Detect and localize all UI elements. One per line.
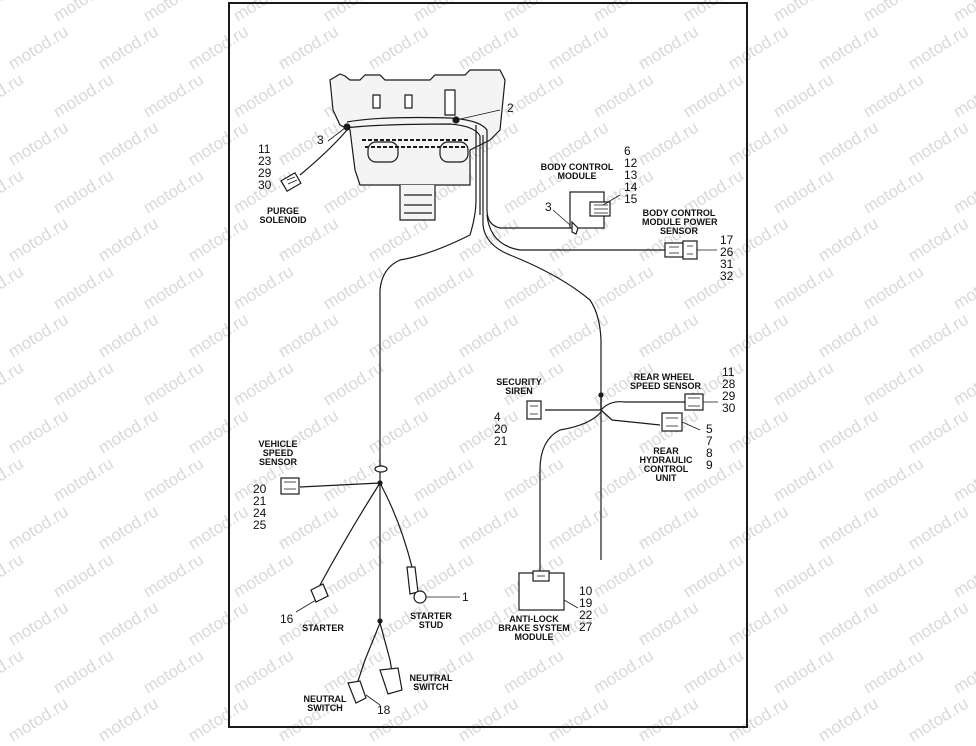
harness-top [327,109,665,560]
callout-number: 13 [624,168,638,182]
callout-18: 18 [377,703,391,717]
lower-branch [280,465,460,706]
callout-number: 27 [579,620,593,634]
callout-number: 29 [258,166,272,180]
callout-number: 22 [579,608,593,622]
callout-number: 21 [494,434,508,448]
starter-label: STARTER [302,623,344,633]
callout-number: 23 [258,154,272,168]
rear-branch [526,392,718,573]
callout-number: 30 [258,178,272,192]
callout-number: 14 [624,180,638,194]
callout-number: 20 [253,482,267,496]
callout-number: 26 [720,245,734,259]
callout-number: 20 [494,422,508,436]
callout-number: 24 [253,506,267,520]
callout-number: 32 [720,269,734,283]
callout-number: 9 [706,458,713,472]
callout-16: 16 [280,612,294,626]
callout-number: 21 [253,494,267,508]
callout-number: 19 [579,596,593,610]
frame-silhouette [329,69,506,221]
purge-solenoid-shape [280,129,348,193]
callout-number: 7 [706,434,713,448]
callout-3-top: 3 [317,133,324,147]
callout-number: 11 [258,142,271,156]
callout-2: 2 [507,101,514,115]
callout-number: 10 [579,584,593,598]
bcm-shape [552,191,621,235]
callout-number: 5 [706,422,713,436]
callout-number: 31 [720,257,734,271]
callout-number: 29 [722,389,736,403]
callout-number: 8 [706,446,713,460]
callout-3-bcm: 3 [545,200,552,214]
callout-number: 6 [624,144,631,158]
callout-number: 4 [494,410,501,424]
diagram-frame [228,2,748,728]
bcm-power-sensor-shape [664,240,717,260]
callout-1: 1 [462,590,469,604]
callout-number: 30 [722,401,736,415]
callout-number: 11 [722,365,735,379]
callout-number: 25 [253,518,267,532]
callout-number: 15 [624,192,638,206]
abs-module-shape [518,570,579,611]
callout-number: 28 [722,377,736,391]
callout-number: 17 [720,233,734,247]
callout-number: 12 [624,156,638,170]
